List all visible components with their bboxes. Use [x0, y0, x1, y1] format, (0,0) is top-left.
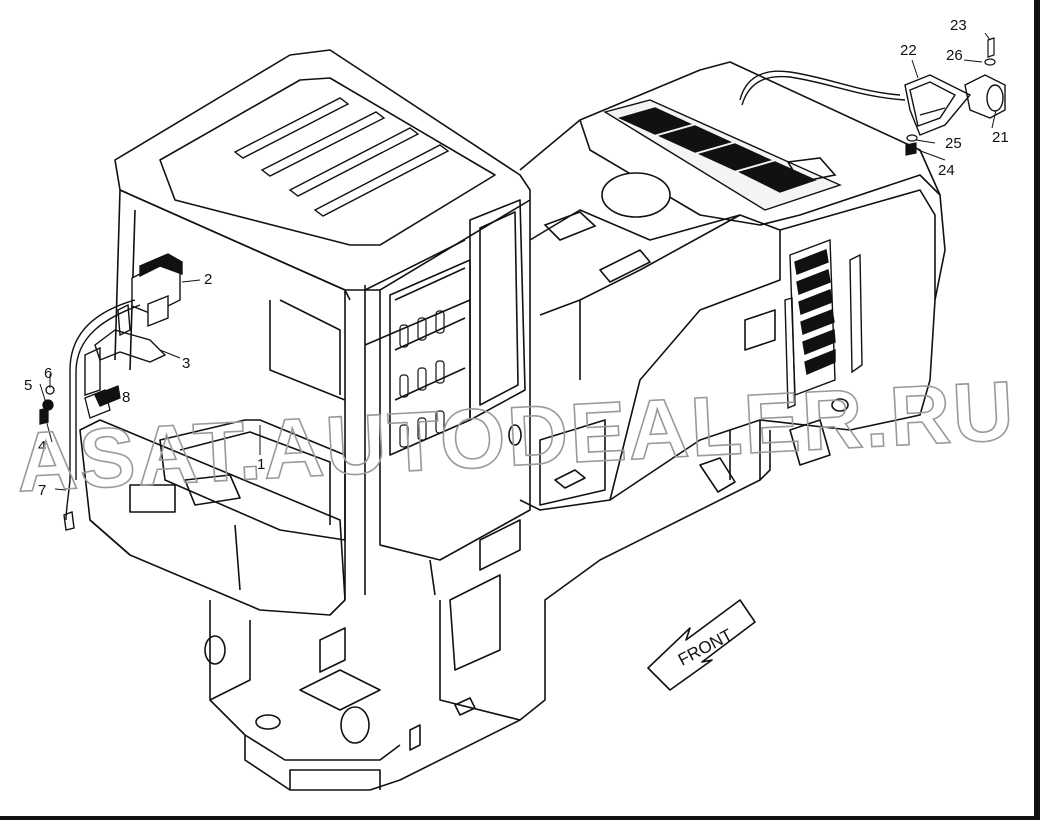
- roof-slots: [233, 97, 450, 217]
- callout-2: 2: [204, 271, 212, 288]
- callout-6: 6: [44, 365, 52, 382]
- side-louver: [784, 239, 863, 410]
- right-border: [1034, 0, 1040, 820]
- machine-frame: [204, 420, 761, 791]
- callout-1: 1: [257, 456, 265, 473]
- hood-opening: [543, 157, 837, 241]
- callout-21: 21: [992, 129, 1009, 146]
- top-grille: [603, 99, 842, 211]
- callout-22: 22: [900, 42, 917, 59]
- bottom-border: [0, 816, 1040, 820]
- callout-7: 7: [38, 482, 46, 499]
- cab-window-slots: [399, 310, 445, 448]
- callout-3: 3: [182, 355, 190, 372]
- cab-body: [79, 49, 531, 616]
- rear-lamp-part-21: [964, 74, 1006, 119]
- callout-8: 8: [122, 389, 130, 406]
- front-direction-arrow: FRONT: [647, 599, 756, 691]
- lamp-cable: [739, 70, 906, 106]
- work-lamp-part-2: [131, 253, 183, 328]
- engine-hood: [508, 61, 946, 511]
- small-parts-right: [905, 37, 996, 156]
- callout-labels: 1 2 3 4 5 6 7 8 21 22 23 24 25 26: [24, 17, 1009, 499]
- wiring-harness-part-7: [63, 299, 141, 531]
- callout-25: 25: [945, 135, 962, 152]
- callout-23: 23: [950, 17, 967, 34]
- leader-lines: [39, 32, 997, 491]
- callout-24: 24: [938, 162, 955, 179]
- callout-5: 5: [24, 377, 32, 394]
- lamp-bracket-part-22: [904, 74, 972, 136]
- callout-4: 4: [38, 438, 46, 455]
- callout-26: 26: [946, 47, 963, 64]
- lamp-bracket-part-3: [84, 303, 167, 396]
